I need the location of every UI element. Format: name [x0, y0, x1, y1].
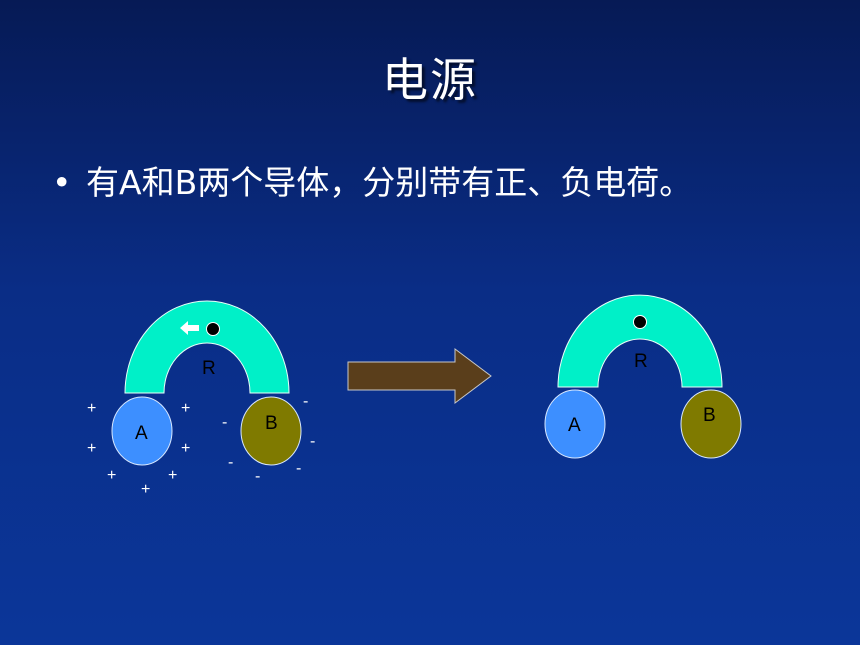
right-conductor-b: [680, 389, 742, 459]
left-conductor-b: [240, 396, 302, 466]
positive-charge: +: [168, 467, 177, 484]
negative-charge: -: [303, 393, 308, 410]
positive-charges: + + + + + + +: [87, 400, 190, 498]
negative-charge: -: [255, 468, 260, 485]
positive-charge: +: [87, 440, 96, 457]
right-block-arrow-icon: [347, 348, 492, 404]
left-conductor-a-label: A: [135, 423, 148, 444]
slide-title: 电源: [382, 53, 478, 107]
left-arch-label: R: [202, 358, 216, 379]
positive-charge: +: [107, 467, 116, 484]
right-arch-label: R: [634, 351, 648, 372]
negative-charge: -: [310, 433, 315, 450]
right-conductor-b-label: B: [703, 405, 716, 426]
bullet-marker: •: [52, 163, 72, 202]
right-conductor-a-label: A: [568, 415, 581, 436]
left-conductor-a: [111, 396, 173, 466]
left-arch-conductor: [124, 300, 290, 394]
positive-charge: +: [141, 481, 150, 498]
positive-charge: +: [181, 400, 190, 417]
right-arch-conductor: [557, 294, 723, 388]
left-arrow-icon: [180, 321, 199, 335]
left-diagram: R A B + + + + + + + - - - - - -: [87, 300, 315, 498]
right-diagram: R A B: [544, 294, 742, 459]
negative-charge: -: [228, 454, 233, 471]
bullet-text: 有A和B两个导体，分别带有正、负电荷。: [86, 163, 693, 202]
negative-charge: -: [222, 414, 227, 431]
negative-charges: - - - - - -: [222, 393, 315, 485]
bullet-point: • 有A和B两个导体，分别带有正、负电荷。: [52, 156, 692, 204]
positive-charge: +: [181, 440, 190, 457]
negative-charge: -: [296, 460, 301, 477]
left-conductor-b-label: B: [265, 413, 278, 434]
charge-dot-icon: [206, 322, 220, 336]
positive-charge: +: [87, 400, 96, 417]
charge-dot-icon: [633, 315, 647, 329]
right-conductor-a: [544, 389, 606, 459]
